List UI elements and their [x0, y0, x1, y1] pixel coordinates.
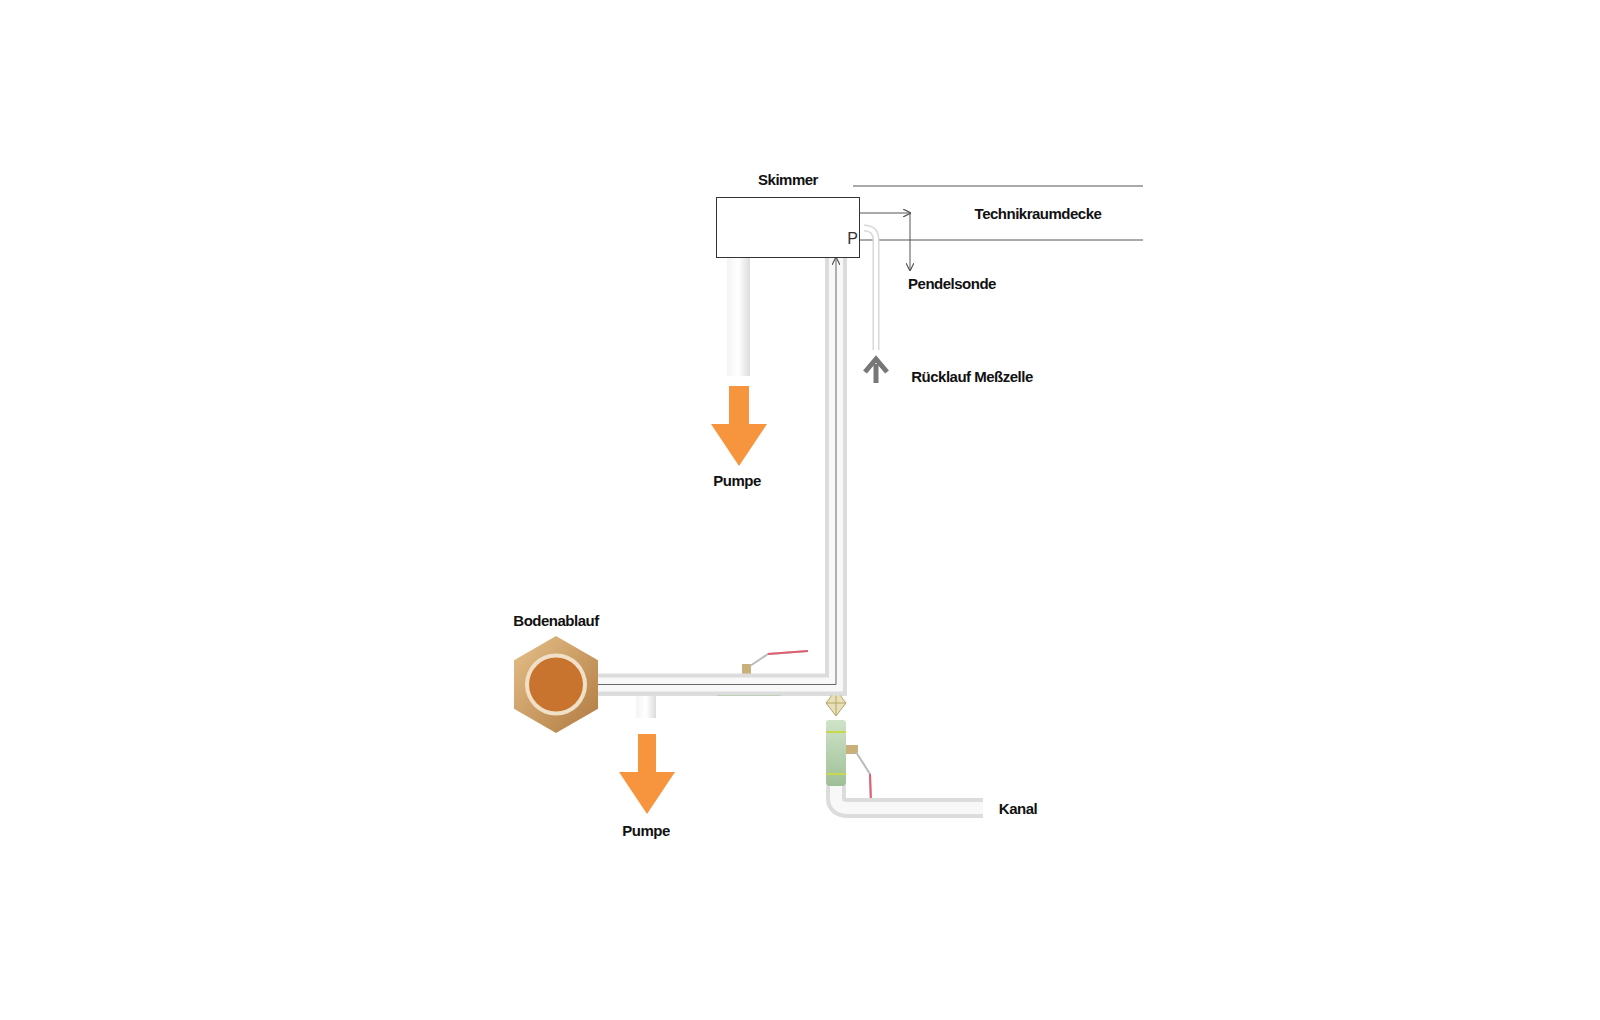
node-outline: [716, 197, 860, 258]
skimmer-box: SkimmerP: [716, 197, 860, 258]
text-label: Kanal: [999, 800, 1037, 817]
text-label: Pumpe: [713, 472, 761, 489]
text-label: Technikraumdecke: [975, 205, 1102, 222]
pipe-connector: [598, 258, 836, 685]
node-heading: Bodenablauf: [513, 612, 598, 629]
node-outline: [514, 636, 598, 733]
floor-drain: Bodenablauf: [514, 636, 598, 733]
text-label: Pumpe: [622, 822, 670, 839]
text-label: Pendelsonde: [908, 275, 996, 292]
node-heading: Skimmer: [758, 171, 818, 188]
probe-symbol: P: [847, 230, 858, 248]
text-label: Rücklauf Meßzelle: [911, 368, 1033, 385]
